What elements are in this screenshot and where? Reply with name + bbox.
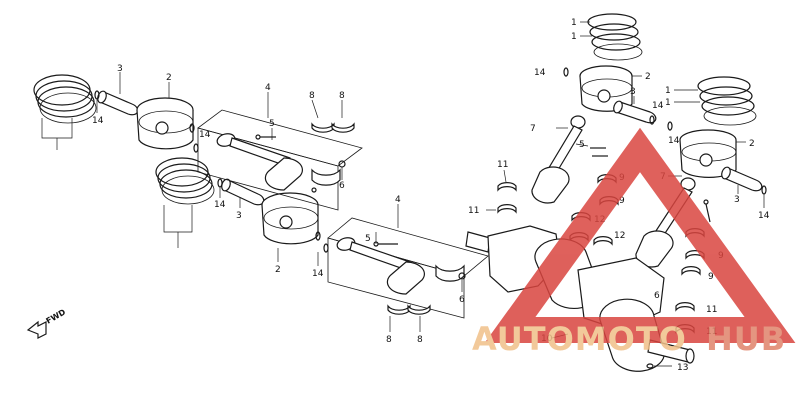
callout-label: 9 bbox=[619, 196, 625, 206]
connecting-rod-bolt-upper-left bbox=[255, 134, 276, 140]
callout-label: 14 bbox=[92, 116, 104, 126]
callout-label: 7 bbox=[530, 124, 536, 134]
callout-label: 12 bbox=[614, 231, 625, 241]
callout-label: 11 bbox=[706, 305, 717, 315]
callout-label: 14 bbox=[668, 136, 680, 146]
callout-label: 11 bbox=[497, 160, 508, 170]
piston-pin-clip-lower-left-2 bbox=[315, 231, 329, 266]
connecting-rod-upper-left bbox=[216, 128, 303, 191]
piston-pin-clip-top-right-2 bbox=[649, 115, 655, 125]
callout-label: 13 bbox=[677, 363, 688, 373]
callout-label: 8 bbox=[417, 335, 423, 345]
watermark-text-left: AUTOMOTO bbox=[472, 320, 687, 358]
callout-label: 14 bbox=[534, 68, 546, 78]
watermark-text-right: HUB bbox=[706, 320, 786, 358]
piston-pin-lower-left bbox=[221, 178, 265, 208]
rod-bearing-upper-left bbox=[311, 99, 355, 133]
rod-bearing-lower-left bbox=[387, 304, 431, 332]
callout-label: 1 bbox=[571, 32, 577, 42]
crankshaft-key bbox=[646, 363, 672, 369]
callout-label: 5 bbox=[365, 234, 371, 244]
forward-label: FWD bbox=[45, 307, 68, 325]
connecting-rod-bolt-right-a bbox=[575, 143, 608, 157]
callout-label: 5 bbox=[579, 140, 585, 150]
forward-direction-marker bbox=[26, 320, 47, 339]
piston-pin-clip-mid-right-2 bbox=[761, 185, 767, 208]
piston-ring-set-upper-left bbox=[33, 74, 97, 150]
callout-label: 6 bbox=[654, 291, 660, 301]
piston-pin-clip-mid-right bbox=[667, 121, 673, 131]
callout-label: 14 bbox=[199, 130, 211, 140]
callout-label: 1 bbox=[665, 98, 671, 108]
callout-label: 14 bbox=[652, 101, 664, 111]
callout-label: 11 bbox=[468, 206, 479, 216]
piston-mid-right bbox=[679, 129, 746, 178]
piston-pin-mid-right bbox=[721, 166, 763, 194]
callout-label: 3 bbox=[236, 211, 242, 221]
piston-pin-clip-upper-left bbox=[94, 90, 100, 113]
connecting-rod-lower-left bbox=[336, 232, 425, 295]
callout-label: 1 bbox=[665, 86, 671, 96]
piston-lower-left bbox=[261, 192, 319, 262]
callout-label: 6 bbox=[459, 295, 465, 305]
connecting-rod-right-a bbox=[531, 115, 586, 204]
callout-label: 3 bbox=[117, 64, 123, 74]
rod-cap-lower-left bbox=[435, 264, 466, 292]
callout-label: 2 bbox=[645, 72, 651, 82]
watermark-triangle bbox=[484, 127, 796, 343]
callout-label: 14 bbox=[758, 211, 770, 221]
callout-label: 14 bbox=[312, 269, 324, 279]
callout-label: 9 bbox=[708, 272, 714, 282]
callout-label: 4 bbox=[265, 83, 271, 93]
piston-ring-set-mid-right bbox=[674, 76, 757, 126]
callout-label: 3 bbox=[734, 195, 740, 205]
piston-ring-set-top-right bbox=[580, 13, 643, 61]
piston-pin-clip-top-right bbox=[563, 67, 569, 77]
callout-label: 14 bbox=[214, 200, 226, 210]
callout-label: 2 bbox=[166, 73, 172, 83]
callout-label: 1 bbox=[571, 18, 577, 28]
watermark: AUTOMOTO HUB bbox=[472, 127, 796, 358]
callout-label: 3 bbox=[630, 87, 636, 97]
callout-label: 8 bbox=[309, 91, 315, 101]
piston-pin-clip-lower-left bbox=[217, 178, 223, 198]
rod-cap-upper-left bbox=[311, 160, 346, 193]
callout-label: 8 bbox=[339, 91, 345, 101]
callout-label: 4 bbox=[395, 195, 401, 205]
connecting-rod-group-lower-left bbox=[327, 204, 489, 319]
callout-label: 2 bbox=[749, 139, 755, 149]
connecting-rod-bolt-lower-left bbox=[373, 241, 398, 247]
callout-label: 2 bbox=[275, 265, 281, 275]
connecting-rod-bolt-right-b bbox=[703, 199, 711, 223]
callout-label: 5 bbox=[269, 119, 275, 129]
piston-upper-left bbox=[136, 82, 194, 150]
piston-pin-top-right bbox=[613, 96, 657, 124]
piston-pin-upper-left bbox=[97, 72, 139, 116]
connecting-rod-group-upper-left bbox=[197, 92, 363, 211]
callout-label: 8 bbox=[386, 335, 392, 345]
piston-ring-set-lower-left bbox=[155, 157, 215, 248]
callout-label: 6 bbox=[339, 181, 345, 191]
